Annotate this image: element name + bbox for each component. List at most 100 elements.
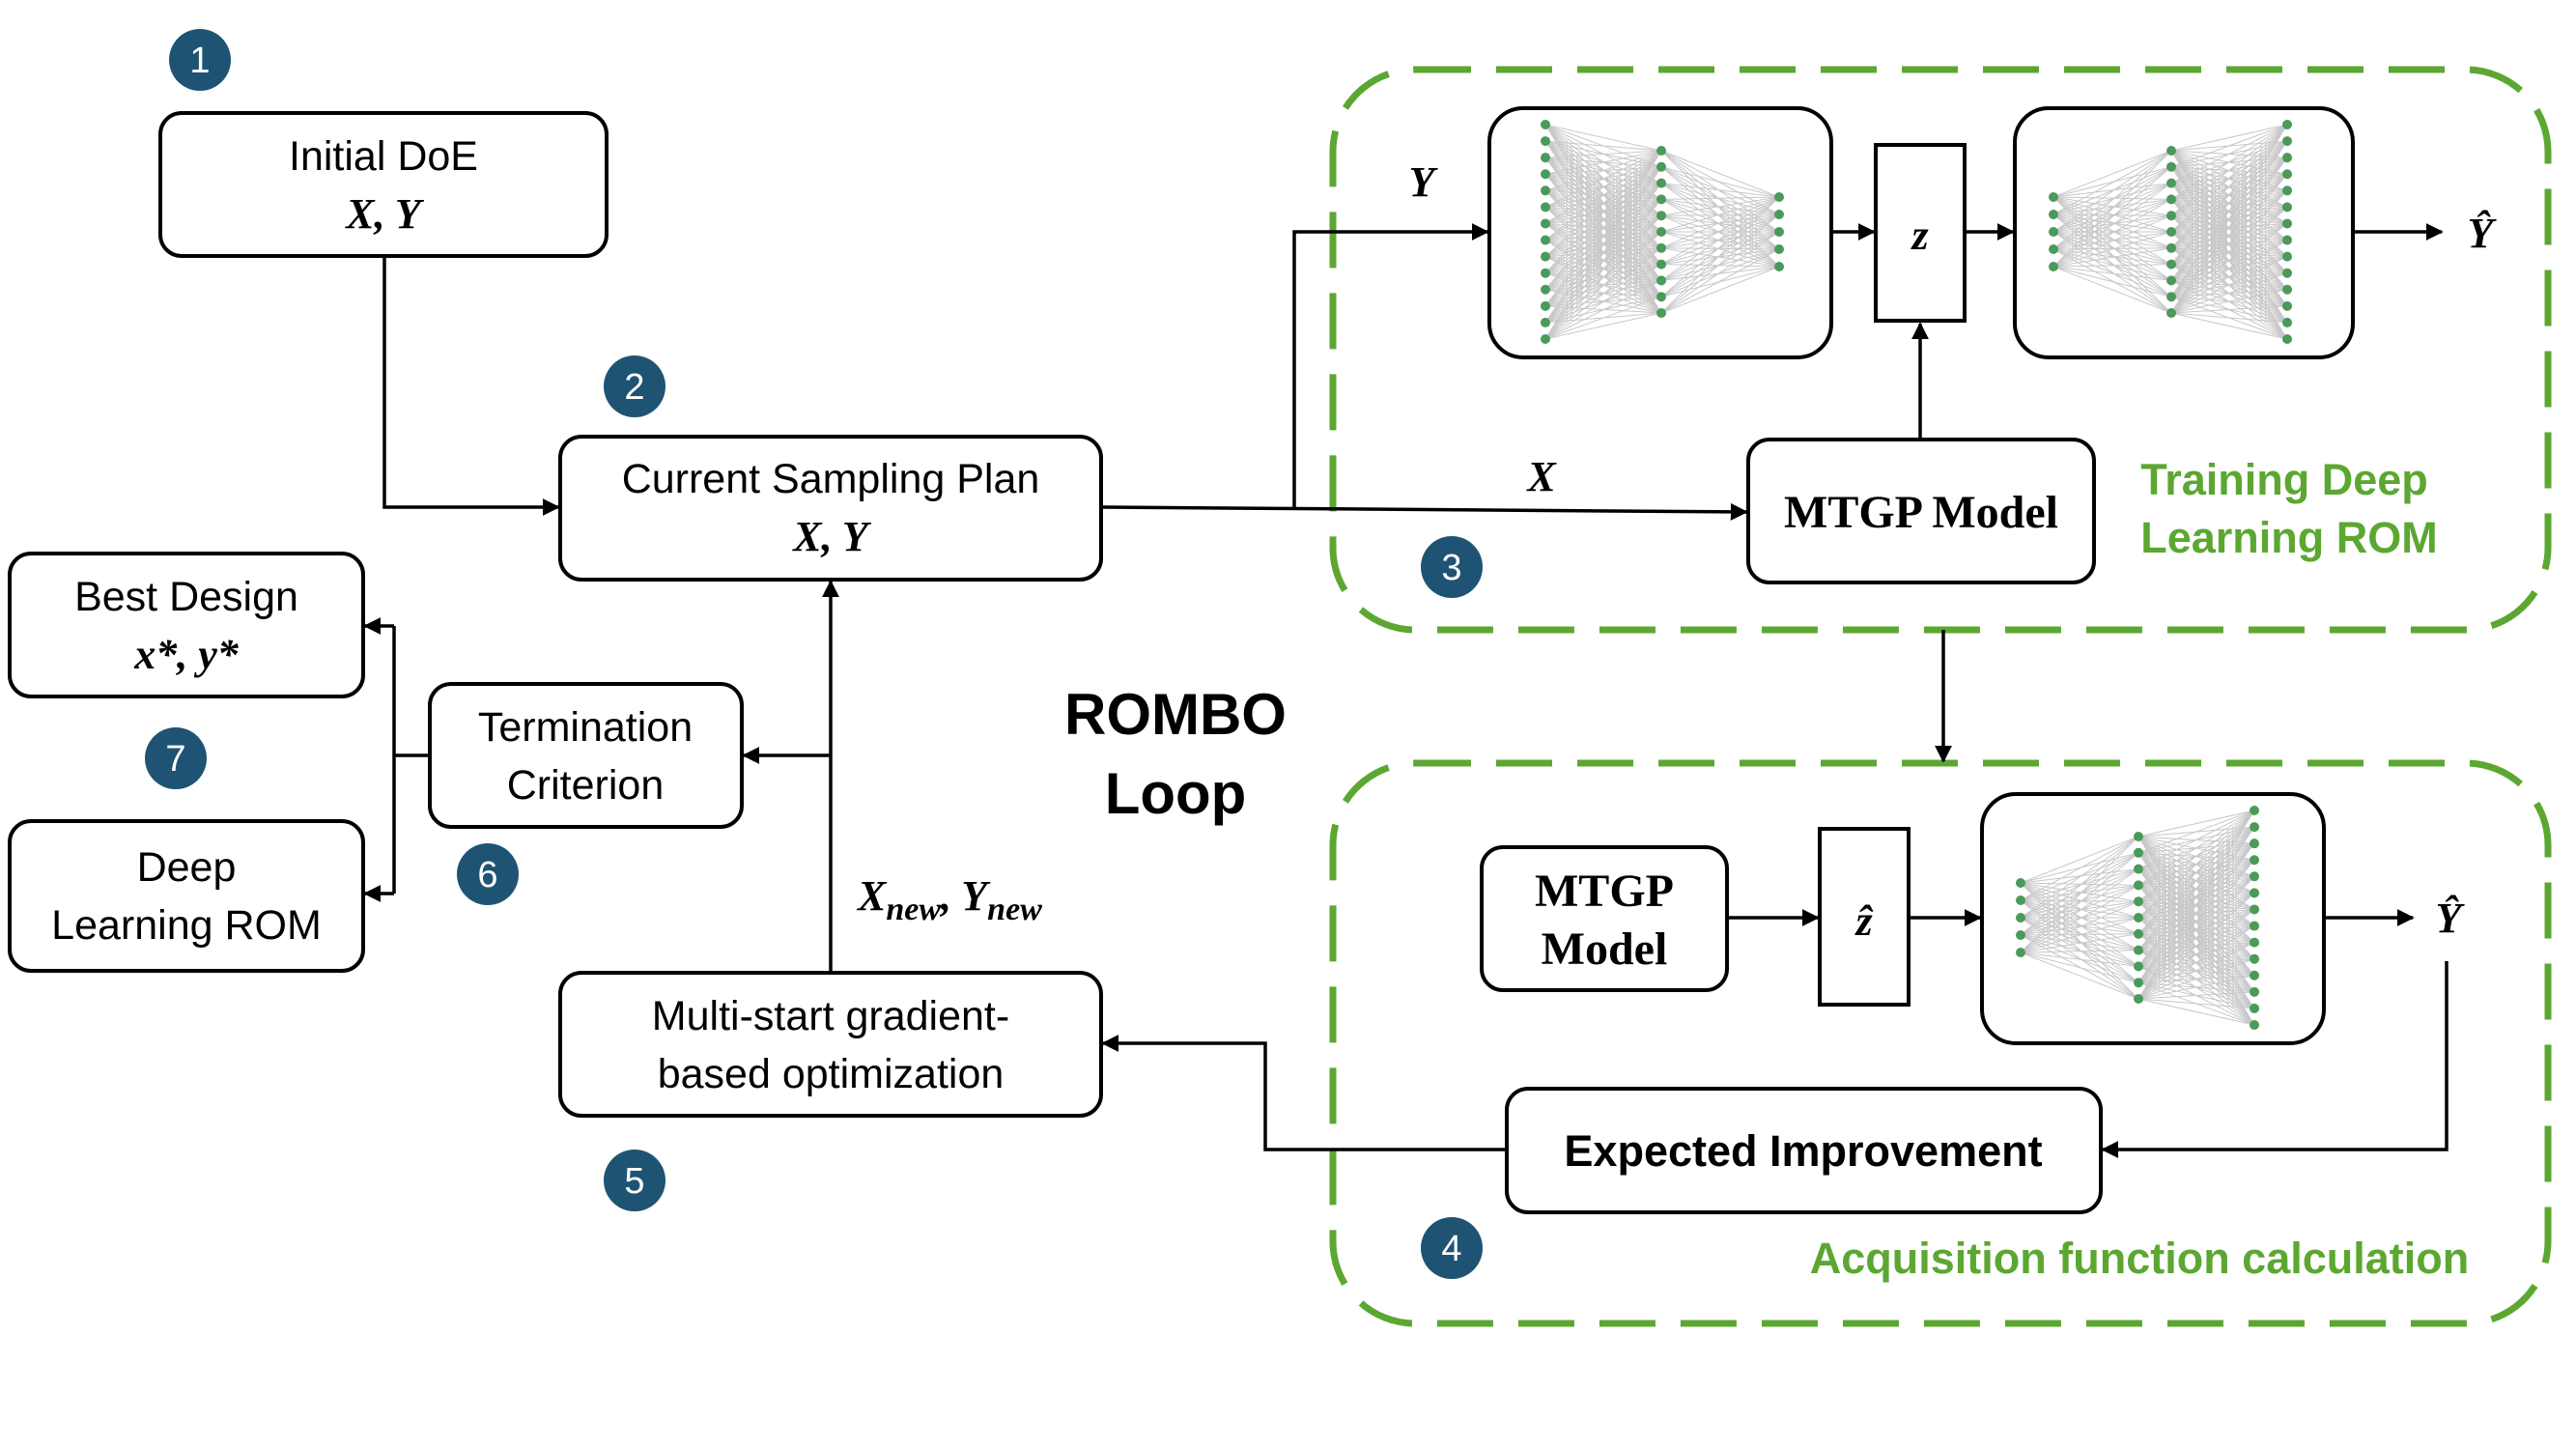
step-badge-5-label: 5 [624,1161,644,1202]
nn-node [2049,192,2058,202]
nn-edge [2052,183,2172,268]
nn-edge [2020,882,2139,902]
nn-node [2166,211,2176,221]
nn-edge [2020,917,2139,936]
nn-edge [2020,882,2139,983]
nn-edge [2052,150,2172,268]
nn-edge [1544,247,1662,340]
nn-edge [2052,247,2172,250]
latent-zhat-label: ẑ [1854,897,1873,945]
nn-edge [2052,231,2172,268]
mtgp-bottom-box [1480,845,1729,992]
nn-node [2134,913,2143,923]
step-badge-7-label: 7 [165,739,185,780]
arrow-ei-to-optimization [1101,1035,1505,1151]
nn-edge [2020,884,2139,953]
nn-edge [2052,248,2172,314]
nn-node [1541,120,1550,129]
nn-node [1656,211,1666,221]
nn-edge [2052,214,2172,268]
nn-edge [1660,248,1780,281]
nn-edge [2020,852,2139,884]
nn-edge [2020,899,2139,952]
nn-edge [1660,183,1780,250]
nn-node [2166,178,2176,188]
nn-edge [2052,214,2172,233]
nn-node [1541,136,1550,147]
nn-edge [1660,248,1780,314]
nn-edge [2020,900,2139,936]
nn-edge [2052,231,2172,314]
nn-edge [2052,213,2172,298]
nn-edge [2020,952,2139,983]
nn-edge [2052,150,2172,198]
nn-edge [1544,150,1662,324]
nn-edge [1660,198,1780,215]
nn-edge [2020,868,2139,884]
best-design-vars: x*, y* [133,631,240,678]
nn-node [2134,994,2143,1004]
nn-edge [2020,900,2139,953]
nn-edge [1544,150,1662,257]
nn-edge [1544,199,1662,340]
nn-edge [2020,882,2139,967]
nn-edge [2170,256,2288,314]
nn-node [1774,210,1784,219]
y-hat-top-label: Ŷ [2468,210,2498,257]
step-badge-3: 3 [1421,536,1483,598]
nn-edge [2052,198,2172,233]
nn-edge [2020,836,2139,936]
nn-edge [1544,279,1662,340]
nn-edge [1660,183,1780,198]
nn-edge [1660,196,1780,298]
nn-edge [1660,213,1780,233]
nn-node [2134,880,2143,891]
nn-edge [1544,150,1662,241]
nn-node [2134,978,2143,988]
nn-node [2016,913,2025,923]
nn-edge [1660,166,1780,233]
nn-node [2049,244,2058,254]
nn-edge [2020,899,2139,1000]
nn-edge [1544,150,1662,307]
nn-edge [2170,124,2288,298]
dl-rom-line1: Deep [137,844,237,891]
termination-line2: Criterion [507,762,665,809]
nn-node [2134,928,2143,939]
nn-node [2134,945,2143,955]
nn-node [1656,194,1666,205]
nn-edge [2020,917,2139,952]
nn-edge [1660,231,1780,250]
nn-edge [2052,198,2172,268]
step-badge-6-label: 6 [477,855,497,895]
nn-edge [2020,934,2139,967]
nn-node [1541,185,1550,196]
nn-edge [2052,213,2172,249]
boxes [8,106,2355,1214]
mtgp-bottom-line2: Model [1542,923,1668,975]
nn-node [2166,146,2176,156]
nn-edge [2170,189,2288,314]
nn-edge [2137,810,2255,935]
nn-edge [1660,183,1780,233]
nn-edge [1544,264,1662,340]
nn-node [1774,262,1784,271]
nn-edge [2020,899,2139,983]
nn-edge [1544,150,1662,291]
connectors [363,223,2449,1158]
nn-edge [2020,836,2139,953]
nn-edge [1660,198,1780,268]
xy-new-label: Xnew, Ynew [856,872,1042,927]
nn-node [2016,895,2025,905]
nn-edge [1660,183,1780,268]
latent-z-label: z [1910,212,1928,259]
nn-edge [2020,899,2139,967]
nn-edge [1544,150,1662,158]
nn-node [2282,317,2292,327]
step-badge-7: 7 [145,727,207,789]
ei-label: Expected Improvement [1564,1126,2042,1176]
nn-node [2134,847,2143,858]
nn-edge [2170,140,2288,314]
nn-edge [2052,266,2172,281]
